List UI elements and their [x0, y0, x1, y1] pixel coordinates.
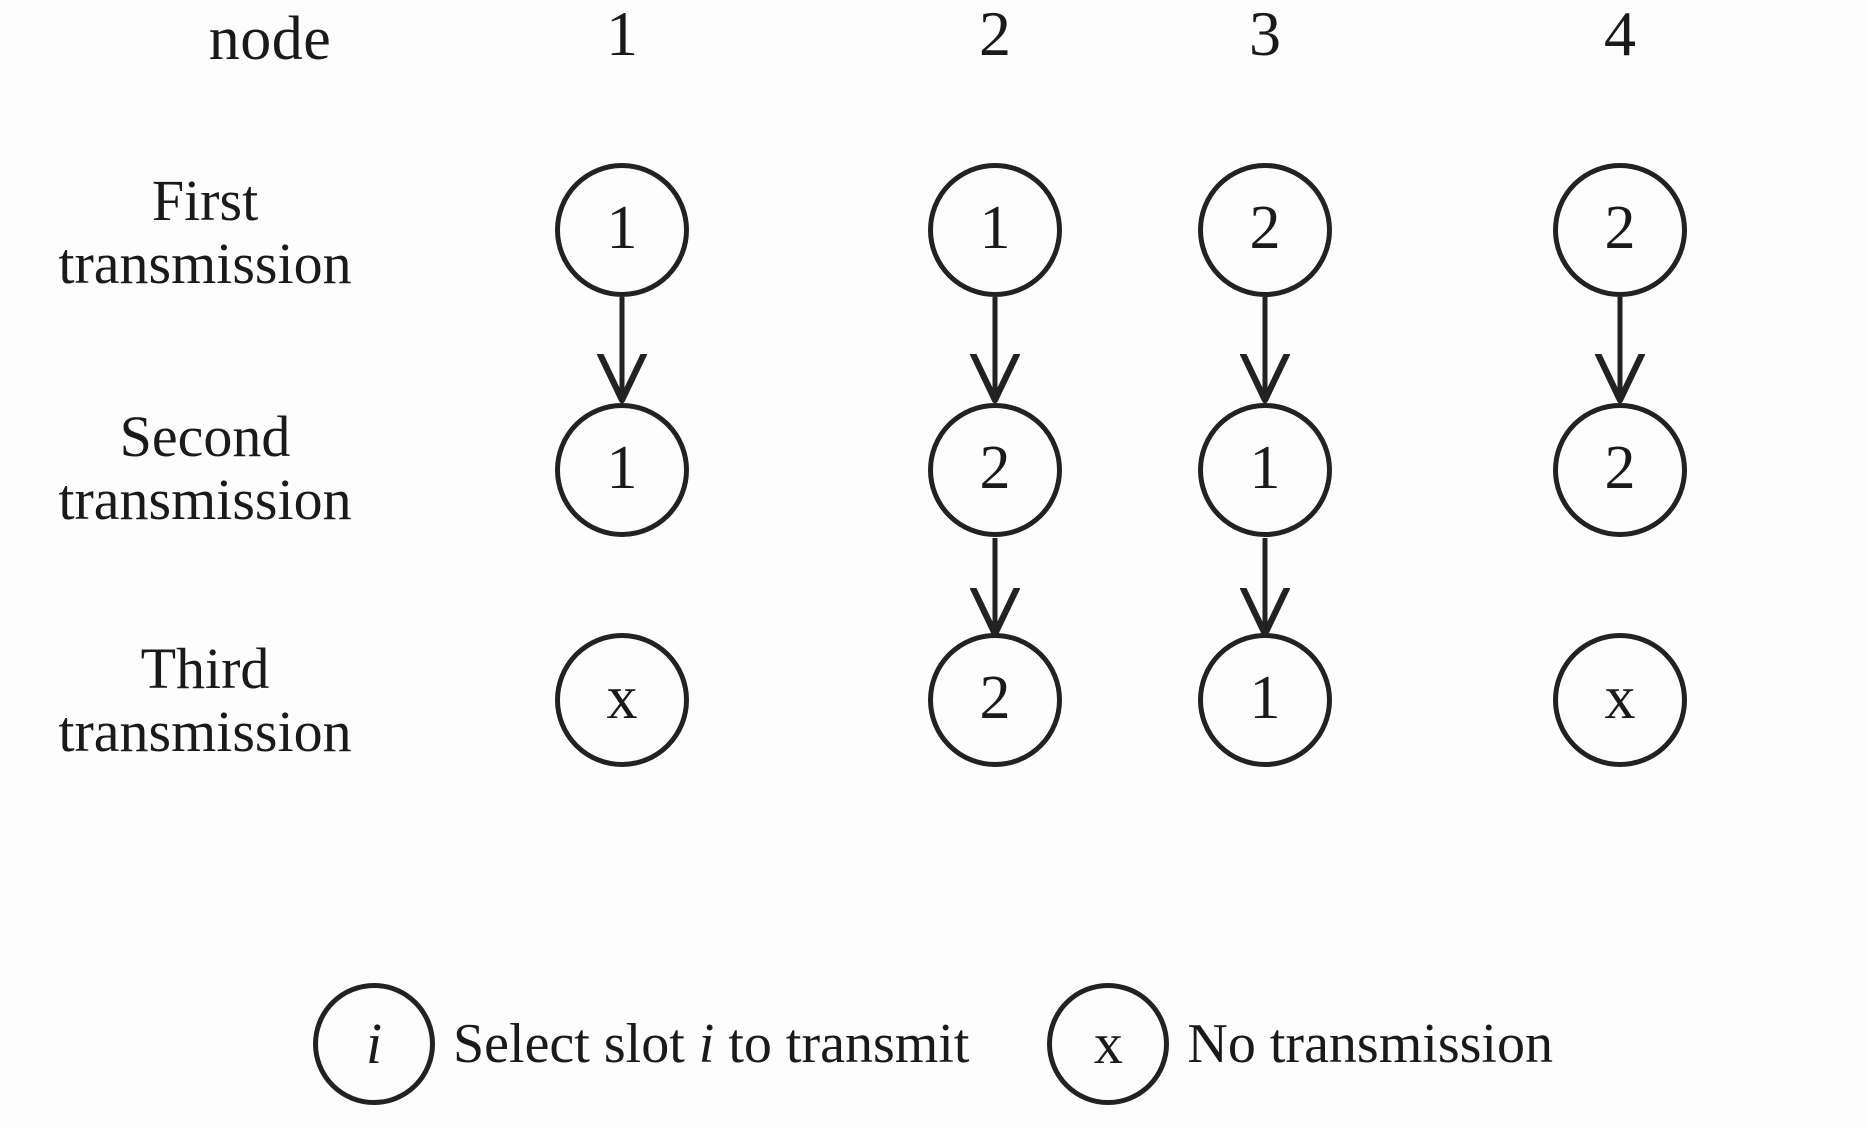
node-r0c3[interactable]: 2: [1553, 163, 1687, 297]
legend-slot-text-italic: i: [698, 1013, 715, 1075]
row-label-line1: Third: [140, 636, 270, 701]
row-label-line2: transmission: [58, 466, 352, 532]
node-r1c0[interactable]: 1: [555, 403, 689, 537]
node-r2c1[interactable]: 2: [928, 633, 1062, 767]
row-label-line1: Second: [119, 404, 291, 469]
node-value: 1: [606, 194, 638, 262]
node-r1c3[interactable]: 2: [1553, 403, 1687, 537]
row-label-third-transmission: Third transmission: [0, 636, 410, 764]
legend-slot-icon: i: [313, 983, 436, 1105]
legend: i Select slot i to transmit x No transmi…: [0, 960, 1866, 1128]
node-value: 2: [1249, 194, 1281, 262]
node-value: x: [606, 664, 638, 732]
legend-slot-text-before: Select slot: [453, 1013, 699, 1075]
axis-label-node: node: [208, 5, 332, 73]
node-r0c2[interactable]: 2: [1198, 163, 1332, 297]
column-header-1: 1: [606, 0, 638, 69]
row-label-line2: transmission: [58, 230, 352, 296]
legend-slot-text-after: to transmit: [714, 1013, 970, 1075]
node-r1c1[interactable]: 2: [928, 403, 1062, 537]
row-label-line1: First: [151, 168, 259, 233]
legend-none-label: No transmission: [1187, 1013, 1553, 1075]
node-r1c2[interactable]: 1: [1198, 403, 1332, 537]
legend-slot-label: Select slot i to transmit: [453, 1016, 969, 1072]
legend-slot-symbol: i: [365, 1011, 383, 1076]
node-value: 1: [606, 434, 638, 502]
node-value: 2: [1604, 194, 1636, 262]
column-header-4: 4: [1604, 0, 1636, 69]
legend-none-symbol: x: [1093, 1011, 1123, 1076]
row-label-first-transmission: First transmission: [0, 168, 410, 296]
node-r0c0[interactable]: 1: [555, 163, 689, 297]
node-value: 2: [979, 664, 1011, 732]
node-value: 2: [979, 434, 1011, 502]
node-value: x: [1604, 664, 1636, 732]
row-label-line2: transmission: [58, 698, 352, 764]
node-value: 1: [1249, 664, 1281, 732]
node-value: 1: [979, 194, 1011, 262]
column-header-3: 3: [1249, 0, 1281, 69]
column-header-2: 2: [979, 0, 1011, 69]
node-r2c0[interactable]: x: [555, 633, 689, 767]
node-r2c2[interactable]: 1: [1198, 633, 1332, 767]
node-r2c3[interactable]: x: [1553, 633, 1687, 767]
node-value: 1: [1249, 434, 1281, 502]
row-label-second-transmission: Second transmission: [0, 404, 410, 532]
legend-item-select-slot: i Select slot i to transmit: [313, 983, 969, 1105]
node-value: 2: [1604, 434, 1636, 502]
legend-item-no-transmission: x No transmission: [1047, 983, 1553, 1105]
legend-none-icon: x: [1047, 983, 1170, 1105]
node-r0c1[interactable]: 1: [928, 163, 1062, 297]
